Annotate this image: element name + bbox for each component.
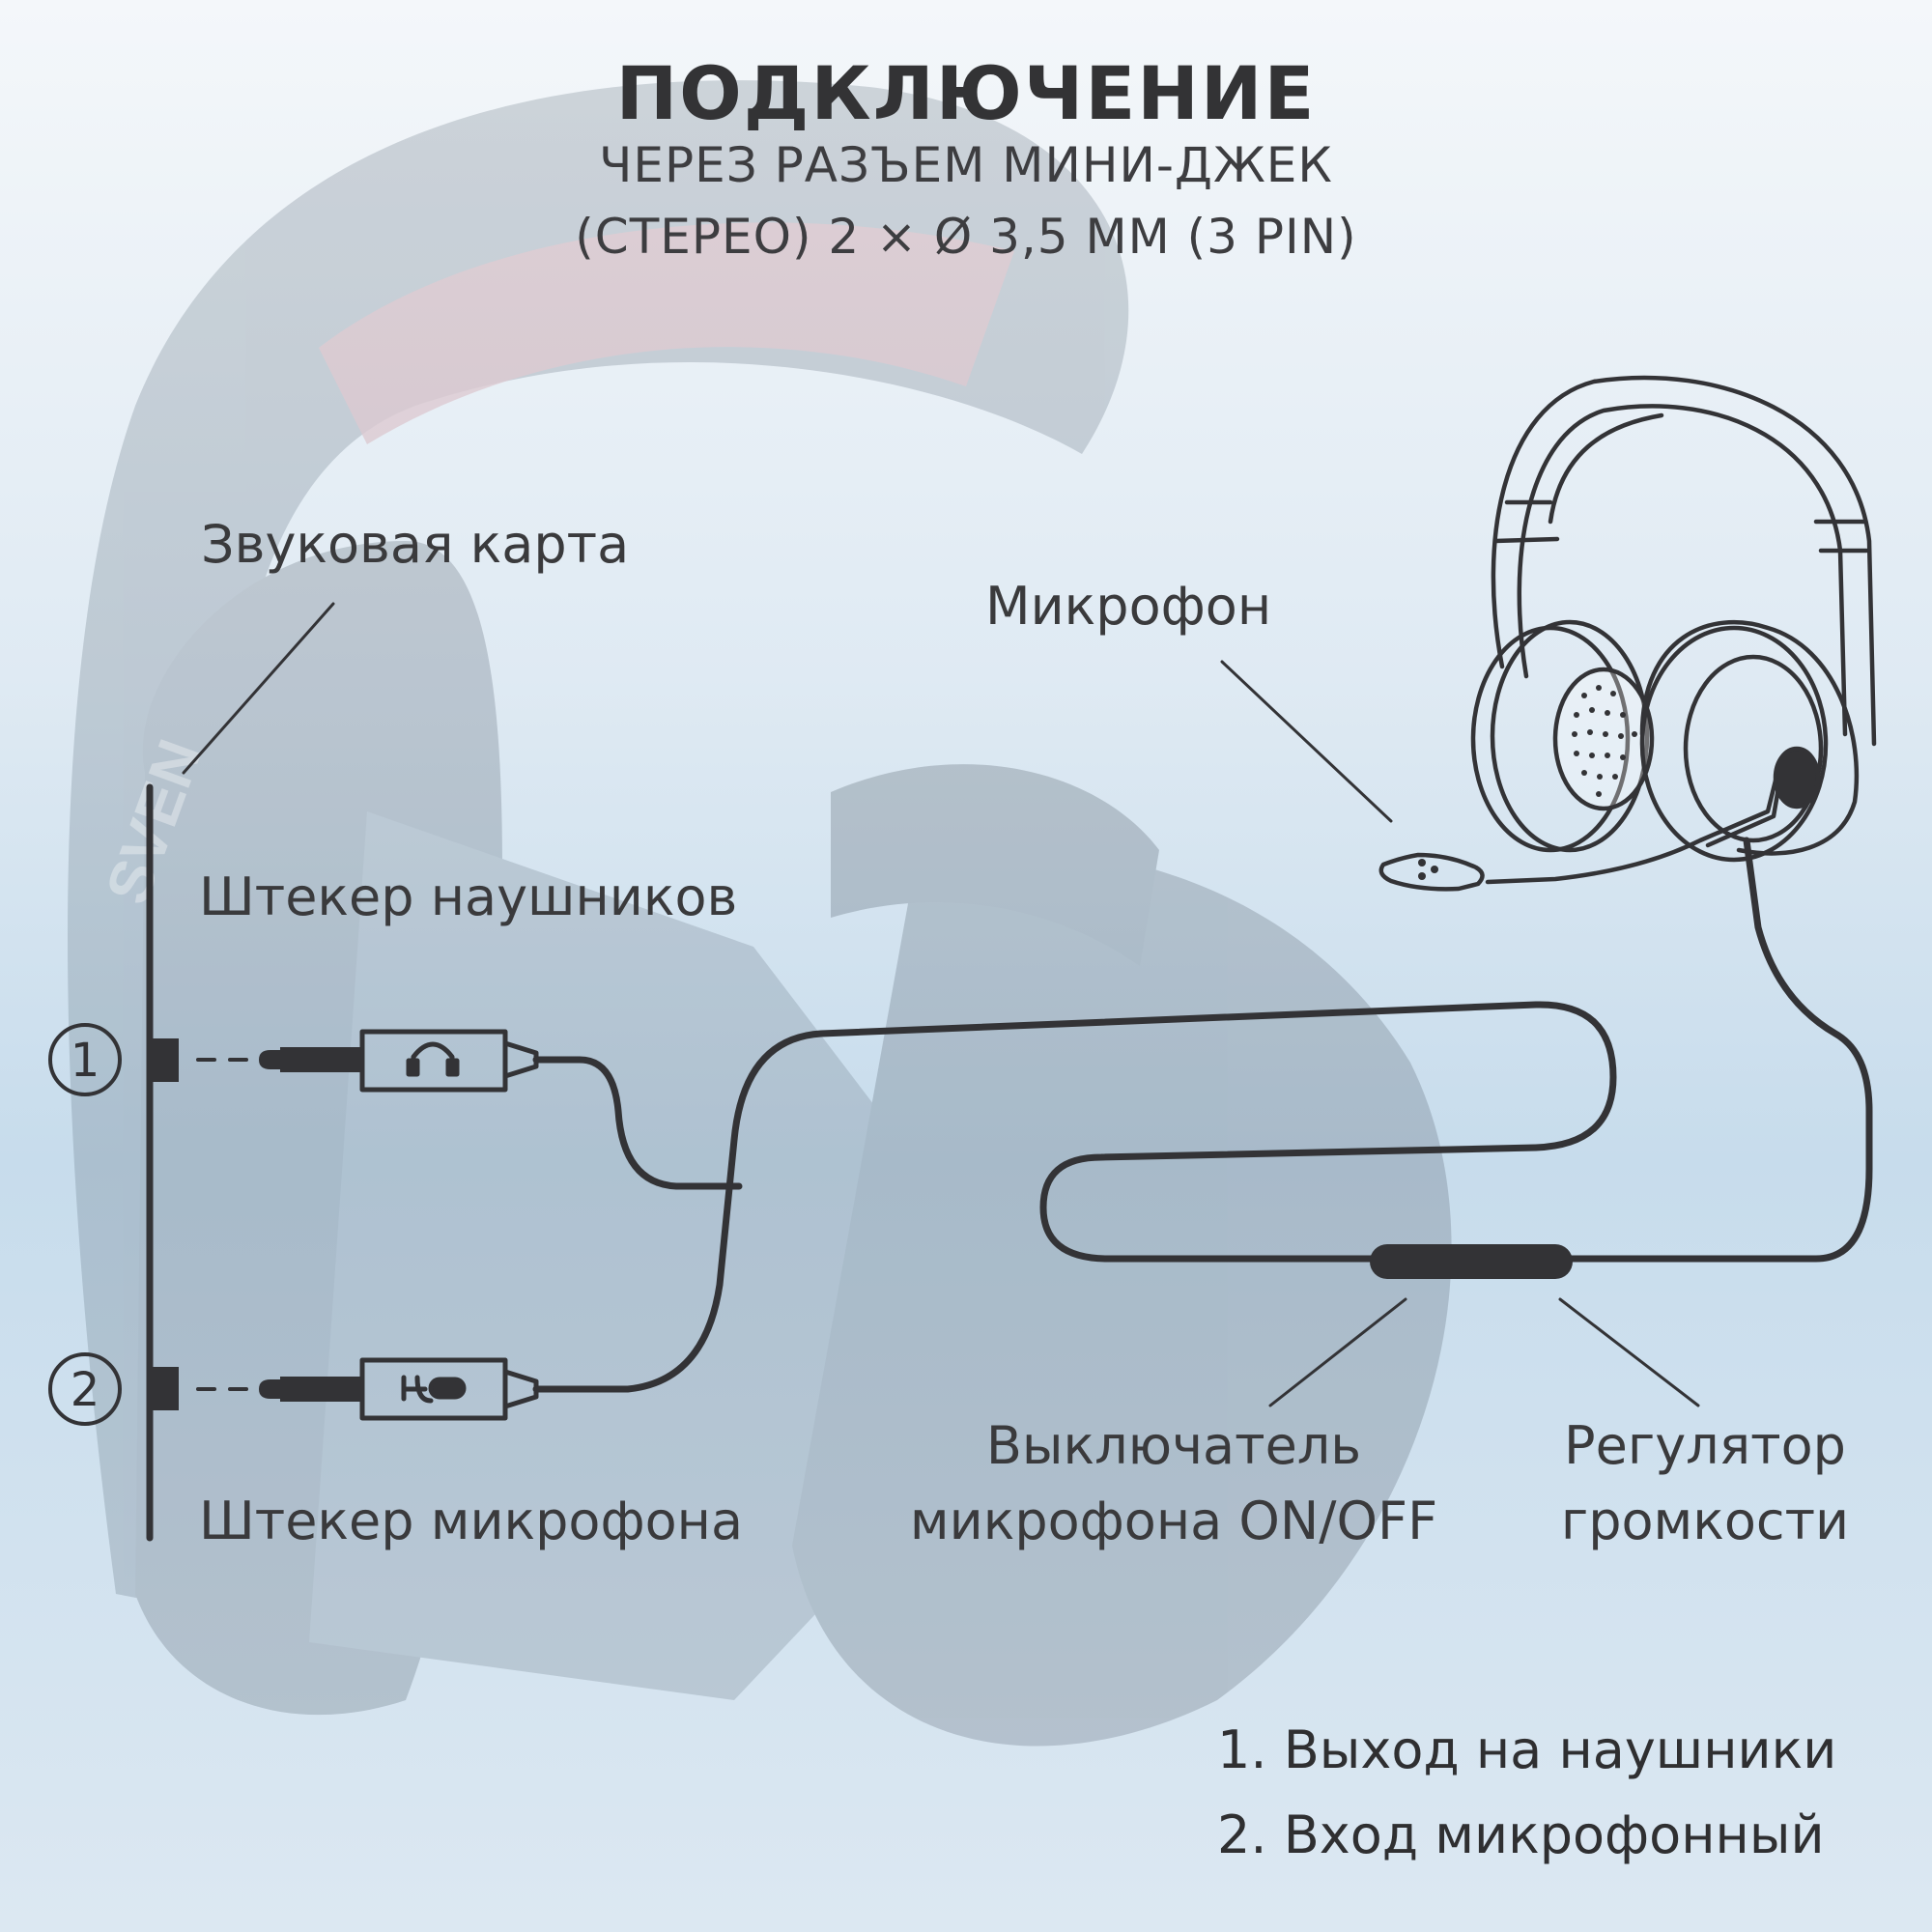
legend-item-2: 2. Вход микрофонный (1217, 1804, 1825, 1865)
mic-capsule-dots (1418, 859, 1438, 880)
port-2-number: 2 (71, 1363, 100, 1417)
inline-control (1370, 1244, 1573, 1279)
port-2-number-circle (48, 1352, 122, 1426)
volume-pointer (1558, 1297, 1700, 1407)
legend-item-1-num: 1. (1217, 1719, 1267, 1780)
port-1-number: 1 (71, 1034, 100, 1088)
page-subtitle-line2: (СТЕРЕО) 2 × Ø 3,5 ММ (3 PIN) (575, 209, 1357, 265)
volume-label-line1: Регулятор (1564, 1415, 1846, 1476)
headset-speaker-grille (1572, 685, 1637, 797)
headset-illustration (1378, 375, 1877, 892)
microphone-plug (259, 1357, 539, 1421)
mic-switch-label-line1: Выключатель (985, 1415, 1362, 1476)
page-title: ПОДКЛЮЧЕНИЕ (615, 50, 1317, 136)
legend-item-1-text: Выход на наушники (1283, 1719, 1837, 1780)
headphone-icon (406, 1041, 460, 1077)
port-1-socket (150, 1038, 179, 1082)
sound-card-label: Звуковая карта (201, 514, 630, 575)
mic-switch-pointer (1268, 1297, 1407, 1407)
page-subtitle-line1: ЧЕРЕЗ РАЗЪЕМ МИНИ-ДЖЕК (599, 137, 1333, 193)
port-2-socket (150, 1367, 179, 1410)
microphone-label: Микрофон (985, 576, 1272, 637)
headphone-cable (532, 1056, 743, 1190)
main-cable (532, 837, 1873, 1393)
headphone-plug (259, 1029, 539, 1093)
legend-item-2-text: Вход микрофонный (1283, 1804, 1825, 1865)
volume-label-line2: громкости (1560, 1491, 1850, 1551)
headphone-plug-label: Штекер наушников (199, 867, 738, 927)
mic-switch-label-line2: микрофона ON/OFF (909, 1491, 1438, 1551)
legend-item-1: 1. Выход на наушники (1217, 1719, 1836, 1780)
port-1-number-circle (48, 1023, 122, 1096)
sound-card-pointer (182, 602, 335, 775)
microphone-plug-label: Штекер микрофона (199, 1491, 744, 1551)
microphone-pointer (1220, 660, 1393, 823)
microphone-icon (401, 1375, 467, 1404)
legend-item-2-num: 2. (1217, 1804, 1267, 1865)
